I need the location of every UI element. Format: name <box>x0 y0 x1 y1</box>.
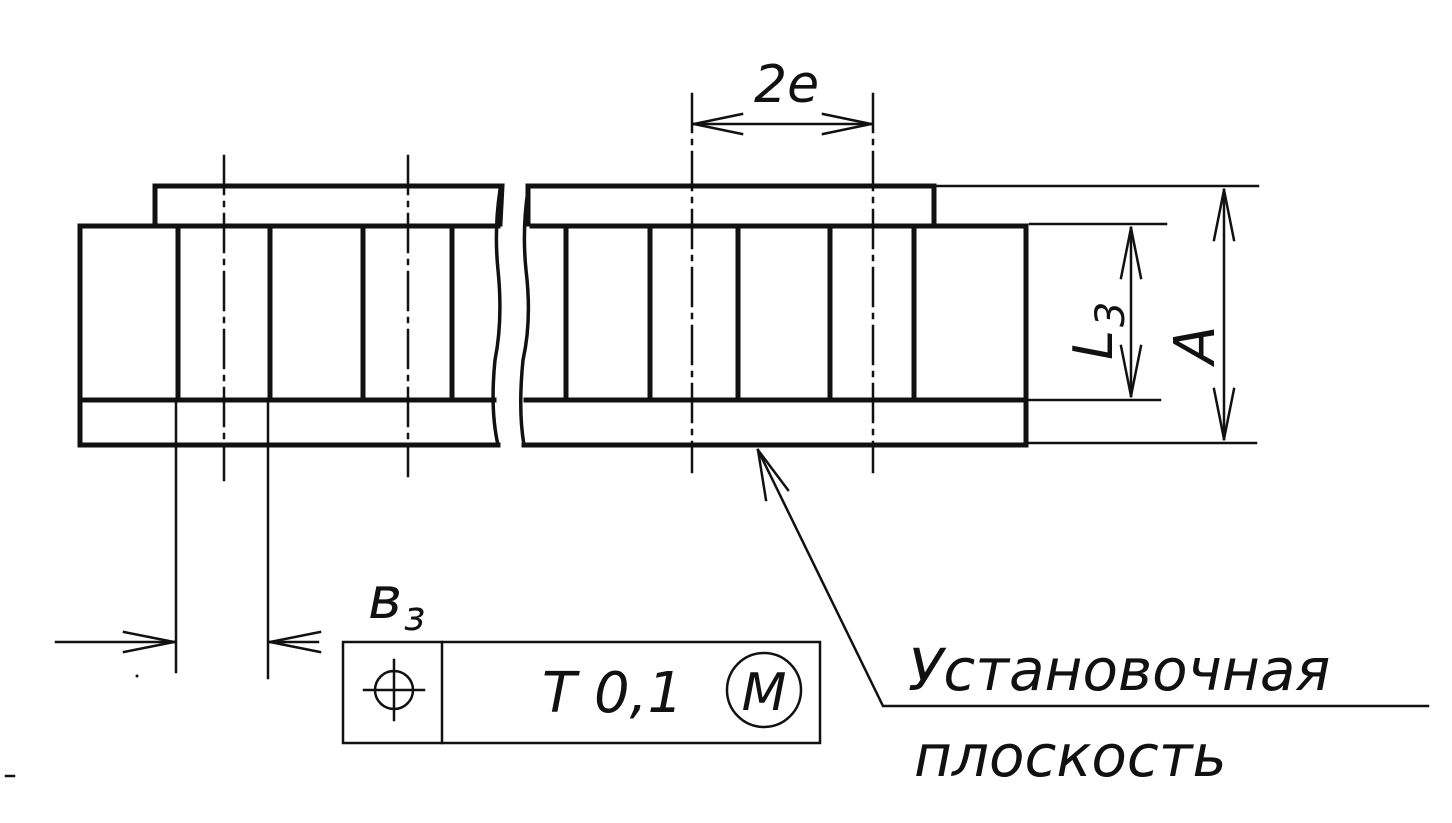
panel-left-section <box>77 183 505 448</box>
dim-l3-label: L <box>1062 330 1125 360</box>
tolerance-frame: T 0,1 M <box>341 640 822 745</box>
dim-l3-subscript: 3 <box>1088 302 1134 327</box>
dimension-b3: в з <box>54 398 425 680</box>
dimension-a: A <box>934 184 1260 445</box>
dim-2e-label: 2e <box>754 55 819 115</box>
dim-b3-subscript: з <box>404 594 425 640</box>
note-line-2: плоскость <box>914 722 1227 790</box>
modifier-label: M <box>742 663 787 723</box>
dim-a-label: A <box>1163 326 1228 367</box>
dimension-l3: L 3 <box>1026 222 1168 402</box>
dimension-2e: 2e <box>692 55 873 136</box>
max-material-modifier: M <box>725 651 803 729</box>
scan-specks <box>4 674 139 778</box>
tolerance-value: T 0,1 <box>542 661 683 726</box>
dim-b3-label: в <box>368 564 402 632</box>
panel-right-section <box>519 183 1029 448</box>
position-icon <box>362 658 426 722</box>
mounting-surface-leader: Установочная плоскость <box>756 448 1430 790</box>
axis-lines <box>222 92 875 482</box>
note-line-1: Установочная <box>908 636 1330 704</box>
